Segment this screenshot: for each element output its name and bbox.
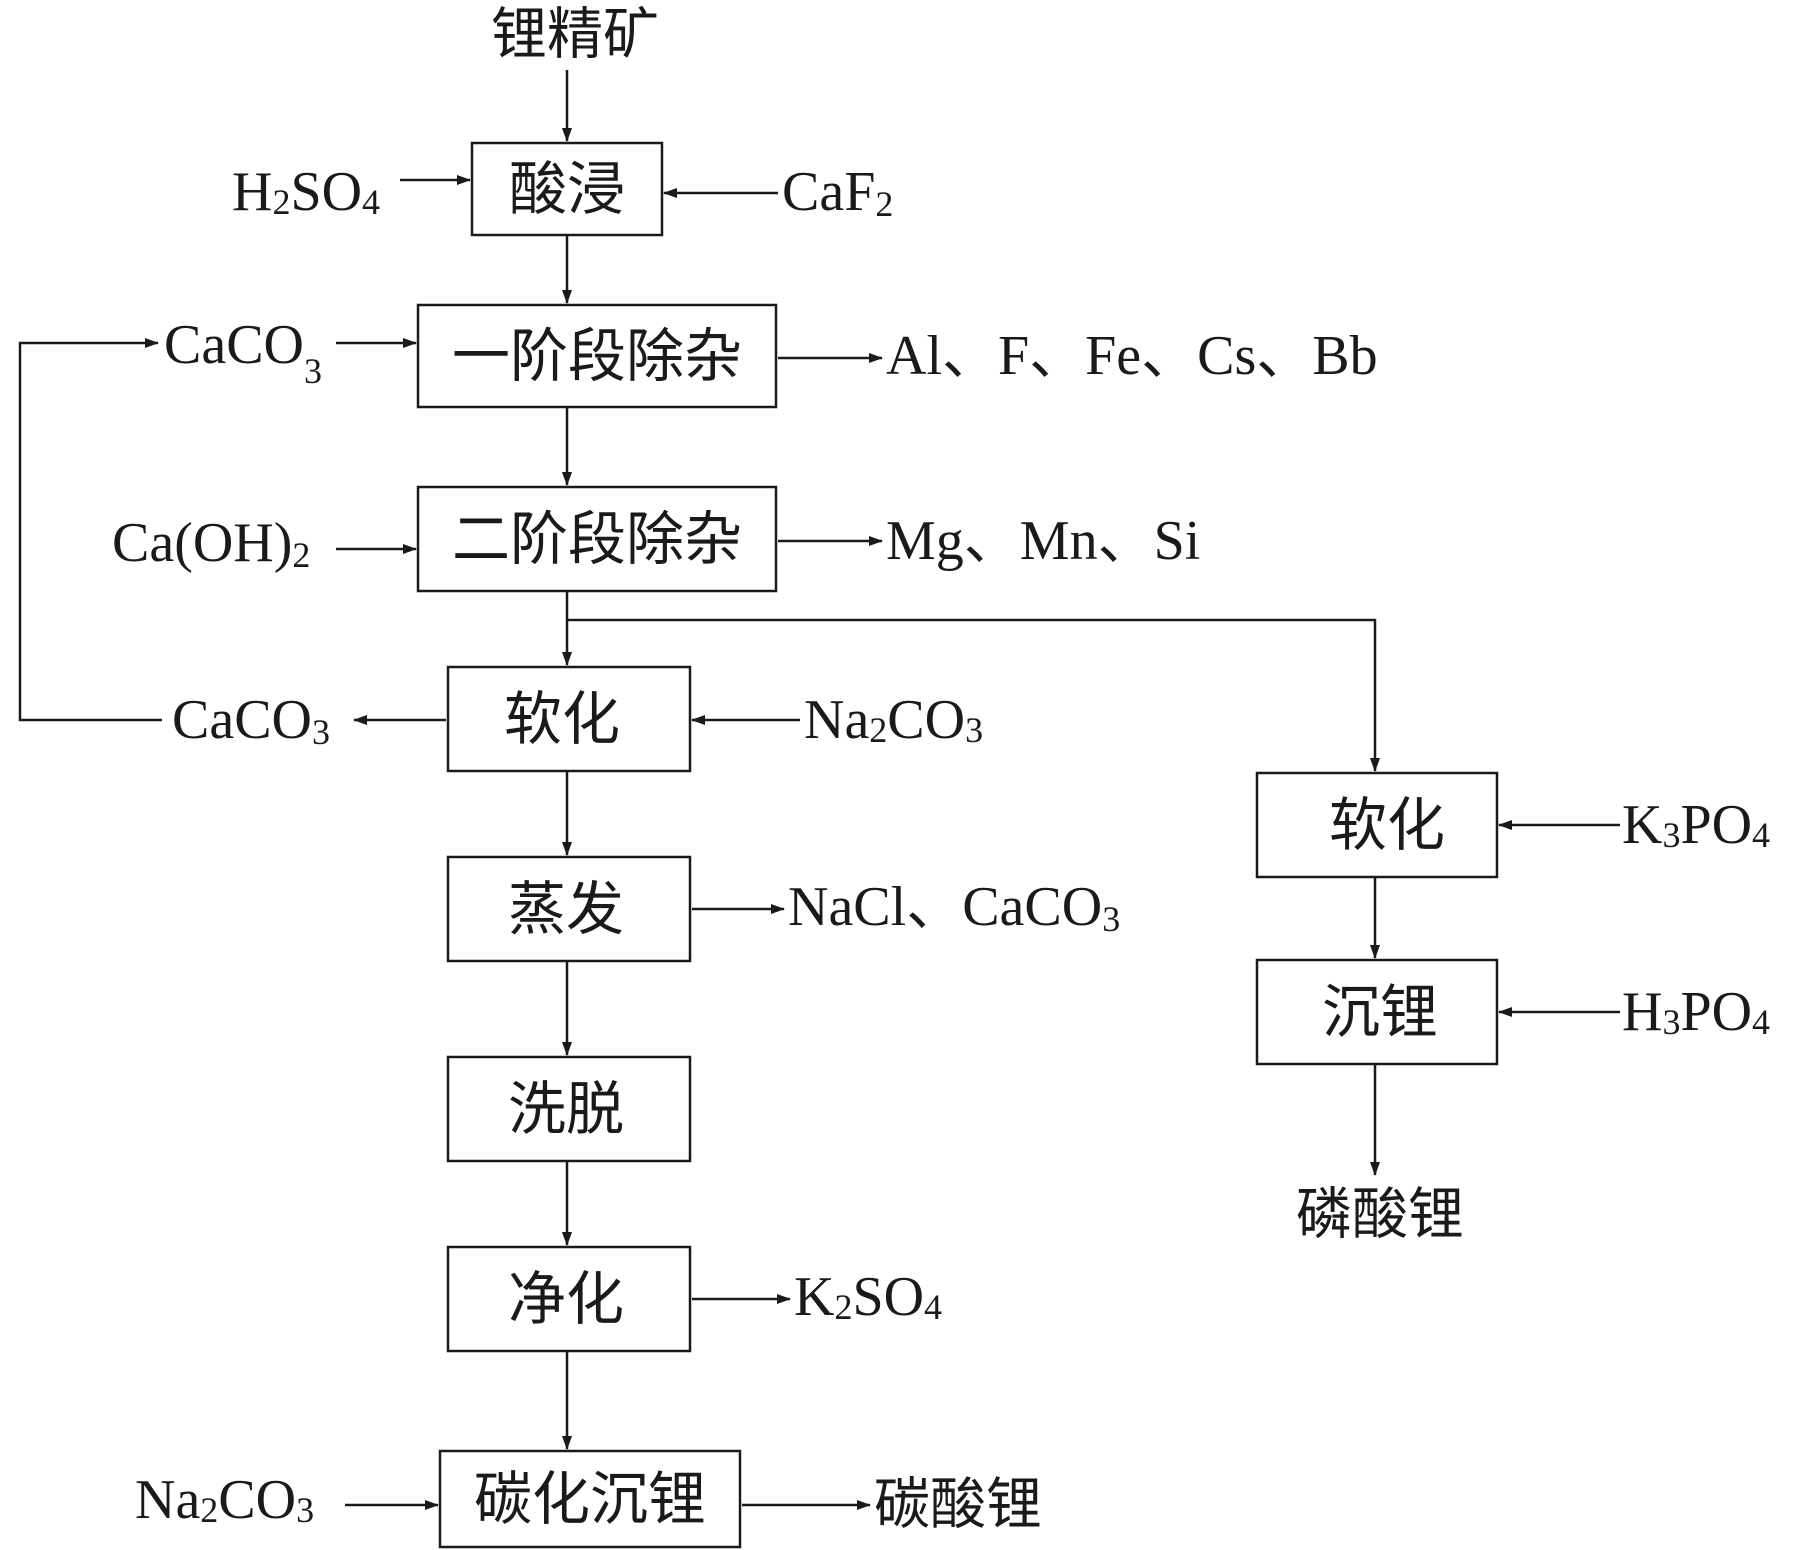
- label-k2so4: K2SO4: [794, 1266, 942, 1328]
- label-stage2-impurities: Mg、Mn、Si: [886, 510, 1200, 572]
- label-h3po4: H3PO4: [1622, 981, 1770, 1043]
- label-lithium-carbonate: 碳酸锂: [874, 1473, 1042, 1538]
- label-caf2: CaF2: [782, 161, 893, 224]
- label-na2co3-soften: Na2CO3: [804, 689, 983, 751]
- raw-material-label: 锂精矿: [491, 3, 659, 68]
- label-caoh2: Ca(OH)2: [112, 512, 310, 575]
- acid-leach-box: 酸浸: [470, 141, 664, 237]
- softening-right-box: 软化: [1255, 771, 1499, 879]
- label-caco3-in: CaCO3: [164, 314, 322, 391]
- label-na2co3-carbon: Na2CO3: [135, 1469, 314, 1531]
- carbonization-precipitation-box: 碳化沉锂: [438, 1449, 742, 1549]
- svg-text:洗脱: 洗脱: [508, 1075, 624, 1143]
- svg-text:碳化沉锂: 碳化沉锂: [474, 1465, 706, 1533]
- svg-text:净化: 净化: [508, 1265, 624, 1333]
- softening-left-box: 软化: [446, 665, 692, 773]
- svg-text:软化: 软化: [504, 685, 620, 753]
- label-evaporation-byproducts: NaCl、CaCO3: [788, 876, 1120, 939]
- label-k3po4: K3PO4: [1622, 794, 1770, 856]
- svg-text:酸浸: 酸浸: [509, 155, 625, 223]
- lithium-precipitation-right-box: 沉锂: [1255, 958, 1499, 1066]
- label-h2so4: H2SO4: [232, 161, 380, 223]
- flow-branch-to-right-softening: [567, 618, 1380, 772]
- stage1-impurity-removal-box: 一阶段除杂: [416, 303, 778, 409]
- label-stage1-impurities: Al、F、Fe、Cs、Bb: [886, 325, 1378, 387]
- svg-text:软化: 软化: [1329, 791, 1445, 859]
- caco3-recycle-loop: [18, 338, 162, 722]
- elution-box: 洗脱: [446, 1055, 692, 1163]
- svg-text:蒸发: 蒸发: [508, 875, 624, 943]
- svg-text:一阶段除杂: 一阶段除杂: [452, 322, 742, 390]
- evaporation-box: 蒸发: [446, 855, 692, 963]
- label-caco3-out: CaCO3: [172, 689, 330, 752]
- svg-text:沉锂: 沉锂: [1322, 978, 1438, 1046]
- label-lithium-phosphate: 磷酸锂: [1296, 1183, 1464, 1248]
- svg-text:二阶段除杂: 二阶段除杂: [452, 505, 742, 573]
- stage2-impurity-removal-box: 二阶段除杂: [416, 485, 778, 593]
- purification-box: 净化: [446, 1245, 692, 1353]
